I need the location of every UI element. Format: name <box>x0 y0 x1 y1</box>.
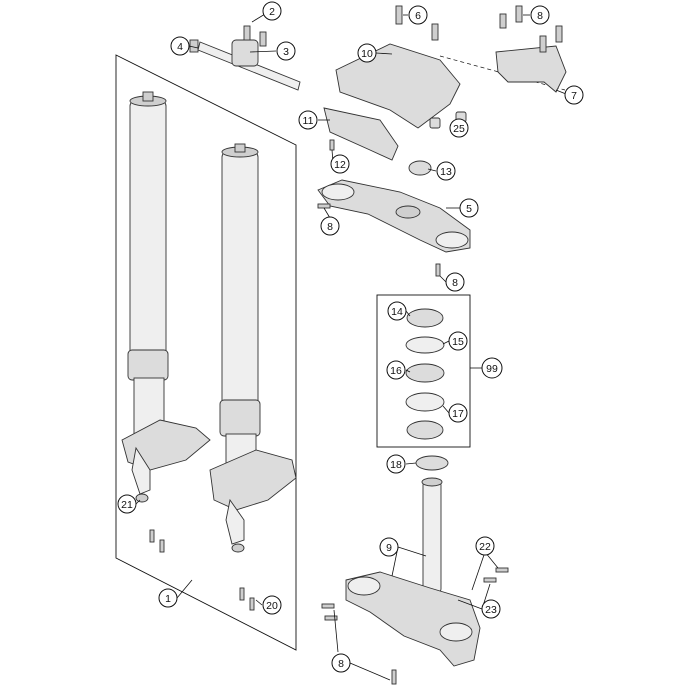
callout-16: 16 <box>386 360 406 380</box>
svg-text:16: 16 <box>390 365 402 377</box>
callout-13: 13 <box>436 161 456 181</box>
svg-text:11: 11 <box>303 115 314 127</box>
callout-11: 11 <box>298 110 318 130</box>
top-triple-clamp <box>317 160 471 277</box>
callout-22: 22 <box>475 536 495 556</box>
svg-text:14: 14 <box>391 306 403 318</box>
callout-8-clamp-side: 8 <box>320 216 340 236</box>
svg-text:3: 3 <box>283 46 289 58</box>
svg-text:20: 20 <box>266 600 278 612</box>
callout-4: 4 <box>170 36 190 56</box>
svg-text:13: 13 <box>440 166 452 178</box>
callout-18: 18 <box>386 454 406 474</box>
callout-8-clamp-top: 8 <box>530 5 550 25</box>
callout-14: 14 <box>387 301 407 321</box>
svg-text:17: 17 <box>452 408 464 420</box>
svg-text:25: 25 <box>453 123 465 135</box>
steering-stem-lower-clamp <box>321 477 509 685</box>
callout-5: 5 <box>459 198 479 218</box>
callout-3: 3 <box>276 41 296 61</box>
svg-text:23: 23 <box>485 604 497 616</box>
left-fork-leg <box>121 91 211 503</box>
fork-screws <box>149 529 255 611</box>
upper-triple-clamp-bracket <box>335 5 461 129</box>
callout-1: 1 <box>158 588 178 608</box>
callout-8-lower-clamp: 8 <box>331 653 351 673</box>
svg-text:4: 4 <box>177 41 183 53</box>
svg-text:9: 9 <box>386 542 392 554</box>
svg-text:1: 1 <box>165 593 171 605</box>
callout-7: 7 <box>564 85 584 105</box>
svg-text:6: 6 <box>415 10 421 22</box>
callout-8-clamp-bottom: 8 <box>445 272 465 292</box>
steering-damper <box>189 25 301 91</box>
bearing-set-frame <box>376 294 471 448</box>
callout-10: 10 <box>357 43 377 63</box>
svg-text:12: 12 <box>334 159 346 171</box>
svg-text:8: 8 <box>452 277 458 289</box>
callout-21: 21 <box>117 494 137 514</box>
fork-group-frame <box>115 54 297 651</box>
callout-9: 9 <box>379 537 399 557</box>
callout-2: 2 <box>262 1 282 21</box>
svg-text:7: 7 <box>571 90 577 102</box>
svg-text:18: 18 <box>390 459 402 471</box>
svg-text:10: 10 <box>361 48 373 60</box>
callout-23: 23 <box>481 599 501 619</box>
lower-bracket <box>323 107 467 161</box>
svg-text:8: 8 <box>338 658 344 670</box>
svg-text:2: 2 <box>269 6 275 18</box>
callout-15: 15 <box>448 331 468 351</box>
svg-text:22: 22 <box>479 541 491 553</box>
callout-20: 20 <box>262 595 282 615</box>
handlebar-clamp <box>495 5 567 93</box>
right-fork-leg <box>209 143 297 553</box>
bearing-set <box>405 308 445 440</box>
callout-99: 99 <box>481 357 503 379</box>
svg-text:99: 99 <box>486 363 498 375</box>
dust-seal <box>415 455 449 471</box>
callout-6: 6 <box>408 5 428 25</box>
svg-text:8: 8 <box>537 10 543 22</box>
svg-text:15: 15 <box>452 336 464 348</box>
svg-text:8: 8 <box>327 221 333 233</box>
callout-17: 17 <box>448 403 468 423</box>
callout-25: 25 <box>449 118 469 138</box>
callout-12: 12 <box>330 154 350 174</box>
leader-lines <box>135 10 567 681</box>
svg-text:5: 5 <box>466 203 472 215</box>
svg-text:21: 21 <box>121 499 133 511</box>
